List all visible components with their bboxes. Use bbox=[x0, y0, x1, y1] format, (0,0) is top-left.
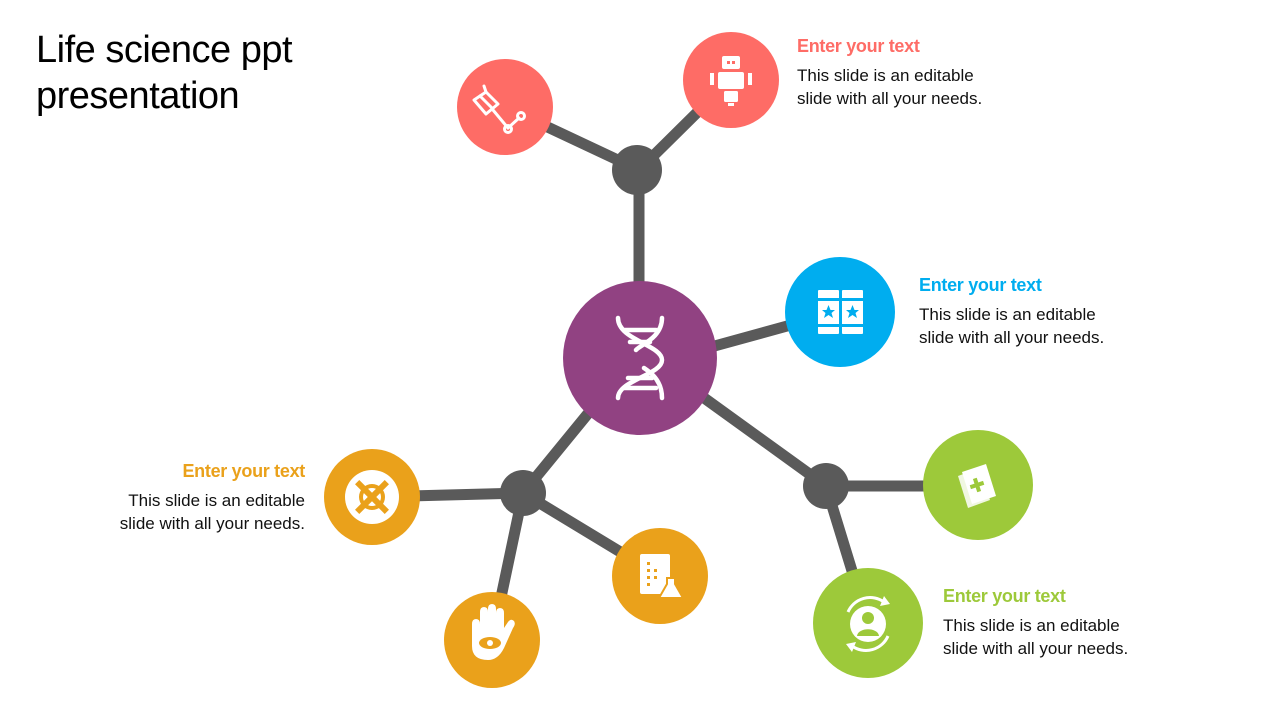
callout-top-line2: slide with all your needs. bbox=[797, 89, 983, 108]
slide-title: Life science ppt presentation bbox=[36, 28, 456, 119]
callout-top: Enter your text This slide is an editabl… bbox=[797, 35, 982, 110]
green-top-node bbox=[923, 430, 1033, 540]
callout-bottom-right-heading: Enter your text bbox=[943, 586, 1066, 606]
molecule-box-icon bbox=[472, 84, 526, 134]
hand-eye-icon bbox=[472, 604, 515, 660]
callout-bottom-right-line1: This slide is an editable bbox=[943, 616, 1120, 635]
callout-middle-line1: This slide is an editable bbox=[919, 305, 1096, 324]
connector-center-right-hub bbox=[694, 389, 832, 492]
callout-bottom-right: Enter your text This slide is an editabl… bbox=[943, 585, 1128, 660]
coral-left-node bbox=[457, 59, 553, 155]
coral-right-node bbox=[683, 32, 779, 128]
top-hub-node bbox=[612, 145, 662, 195]
callout-bottom-right-line2: slide with all your needs. bbox=[943, 639, 1129, 658]
blue-node bbox=[785, 257, 895, 367]
orange-lab-node bbox=[612, 528, 708, 624]
lifebuoy-icon bbox=[345, 470, 399, 524]
callout-top-line1: This slide is an editable bbox=[797, 66, 974, 85]
callout-middle-line2: slide with all your needs. bbox=[919, 328, 1105, 347]
title-line-2: presentation bbox=[36, 74, 240, 117]
callout-left: Enter your text This slide is an editabl… bbox=[80, 460, 306, 535]
title-line-1: Life science ppt bbox=[36, 29, 293, 71]
callout-left-line2: slide with all your needs. bbox=[119, 514, 305, 533]
green-bottom-node bbox=[813, 568, 923, 678]
medical-notebook-icon bbox=[958, 464, 996, 508]
books-icon bbox=[818, 290, 863, 334]
left-hub-node bbox=[500, 470, 546, 516]
lab-report-icon bbox=[640, 554, 685, 599]
callout-left-heading: Enter your text bbox=[182, 461, 305, 481]
center-node bbox=[563, 281, 717, 435]
right-hub-node bbox=[803, 463, 849, 509]
orange-left-node bbox=[324, 449, 420, 545]
dna-icon bbox=[615, 315, 665, 401]
robot-icon bbox=[710, 56, 752, 106]
callout-middle: Enter your text This slide is an editabl… bbox=[919, 274, 1104, 349]
user-cycle-icon bbox=[846, 596, 890, 652]
callout-left-line1: This slide is an editable bbox=[128, 491, 305, 510]
callout-top-heading: Enter your text bbox=[797, 36, 920, 56]
callout-middle-heading: Enter your text bbox=[919, 275, 1042, 295]
orange-hand-node bbox=[444, 592, 540, 688]
